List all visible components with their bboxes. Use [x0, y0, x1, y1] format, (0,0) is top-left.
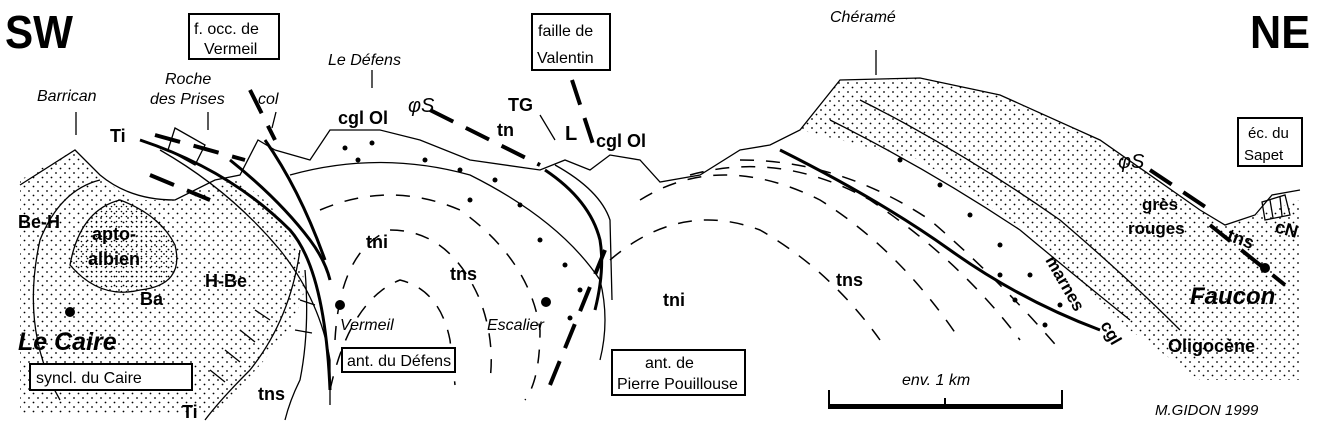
h-be-label: H-Be — [205, 271, 247, 291]
roche-des-prises-line1: Roche — [165, 71, 211, 88]
tns-bottom-label: tns — [258, 384, 285, 404]
locality-markers — [65, 263, 1270, 317]
cgl-label: cgl — [1097, 318, 1126, 349]
ti-top-label: Ti — [110, 126, 126, 146]
sw-label: SW — [5, 6, 74, 58]
f-occ-vermeil-line2: Vermeil — [204, 41, 257, 58]
ec-sapet-box — [1237, 117, 1303, 167]
faille-valentin-line2: Valentin — [537, 50, 594, 67]
syncl-caire-label: syncl. du Caire — [36, 370, 142, 387]
tni-left-label: tni — [366, 232, 388, 252]
ba-label: Ba — [140, 289, 164, 309]
ec-sapet-line1: éc. du — [1248, 125, 1289, 142]
escalier-label: Escalier — [487, 317, 545, 334]
l-label: L — [565, 123, 577, 145]
gres-rouges-line1: grès — [1142, 195, 1178, 214]
ant-pierre-pouillouse-box — [611, 349, 746, 396]
le-caire-label: Le Caire — [18, 328, 117, 356]
f-occ-vermeil-box — [188, 13, 280, 60]
gres-rouges-line2: rouges — [1128, 219, 1185, 238]
faille-valentin-line1: faille de — [538, 23, 593, 40]
tni-center-label: tni — [663, 290, 685, 310]
barrican-label: Barrican — [37, 88, 97, 105]
fault-traces — [149, 79, 1287, 386]
limestone-hatch — [167, 127, 1291, 383]
oligocene-label: Oligocène — [1168, 336, 1255, 356]
cgl-ol-right-label: cgl Ol — [596, 131, 646, 151]
le-caire-point — [65, 307, 75, 317]
apto-albien-line2: albien — [88, 249, 140, 269]
ant-defens-box — [341, 347, 456, 373]
le-defens-label: Le Défens — [328, 52, 401, 69]
bedding-traces — [319, 159, 1061, 401]
tns-left-label: tns — [450, 264, 477, 284]
phi-s-left-label: φS — [408, 95, 435, 117]
col-label: col — [258, 91, 279, 108]
faucon-point — [1260, 263, 1270, 273]
ant-pierre-pouillouse-line2: Pierre Pouillouse — [617, 376, 738, 393]
ant-pierre-pouillouse-line1: ant. de — [645, 355, 694, 372]
ec-sapet-line2: Sapet — [1244, 147, 1284, 164]
tns-center-label: tns — [836, 270, 863, 290]
ti-bottom-label: Ti — [182, 402, 198, 422]
leader-lines — [75, 50, 877, 141]
scale-bar — [828, 390, 1063, 409]
cgl-ol-left-label: cgl Ol — [338, 108, 388, 128]
vermeil-point — [335, 300, 345, 310]
tn-label: tn — [497, 120, 514, 140]
syncl-caire-box — [29, 363, 193, 391]
topography-line — [19, 77, 1301, 226]
ne-label: NE — [1250, 6, 1310, 58]
be-h-label: Be-H — [18, 212, 60, 232]
scale-bar-label: env. 1 km — [902, 372, 970, 389]
vermeil-label: Vermeil — [340, 317, 394, 334]
phi-s-right-label: φS — [1118, 151, 1145, 173]
roche-des-prises-line2: des Prises — [150, 91, 225, 108]
faille-valentin-box — [531, 13, 611, 71]
contacts — [32, 99, 1181, 421]
stippled-areas — [20, 78, 1300, 415]
faucon-label: Faucon — [1190, 283, 1275, 310]
conglomerate-dots — [342, 140, 1063, 328]
apto-albien-line1: apto- — [92, 224, 136, 244]
credit-label: M.GIDON 1999 — [1155, 402, 1259, 419]
cherame-label: Chéramé — [830, 9, 896, 26]
tg-label: TG — [508, 95, 533, 115]
f-occ-vermeil-line1: f. occ. de — [194, 21, 259, 38]
escalier-point — [541, 297, 551, 307]
ant-defens-label: ant. du Défens — [347, 353, 451, 370]
